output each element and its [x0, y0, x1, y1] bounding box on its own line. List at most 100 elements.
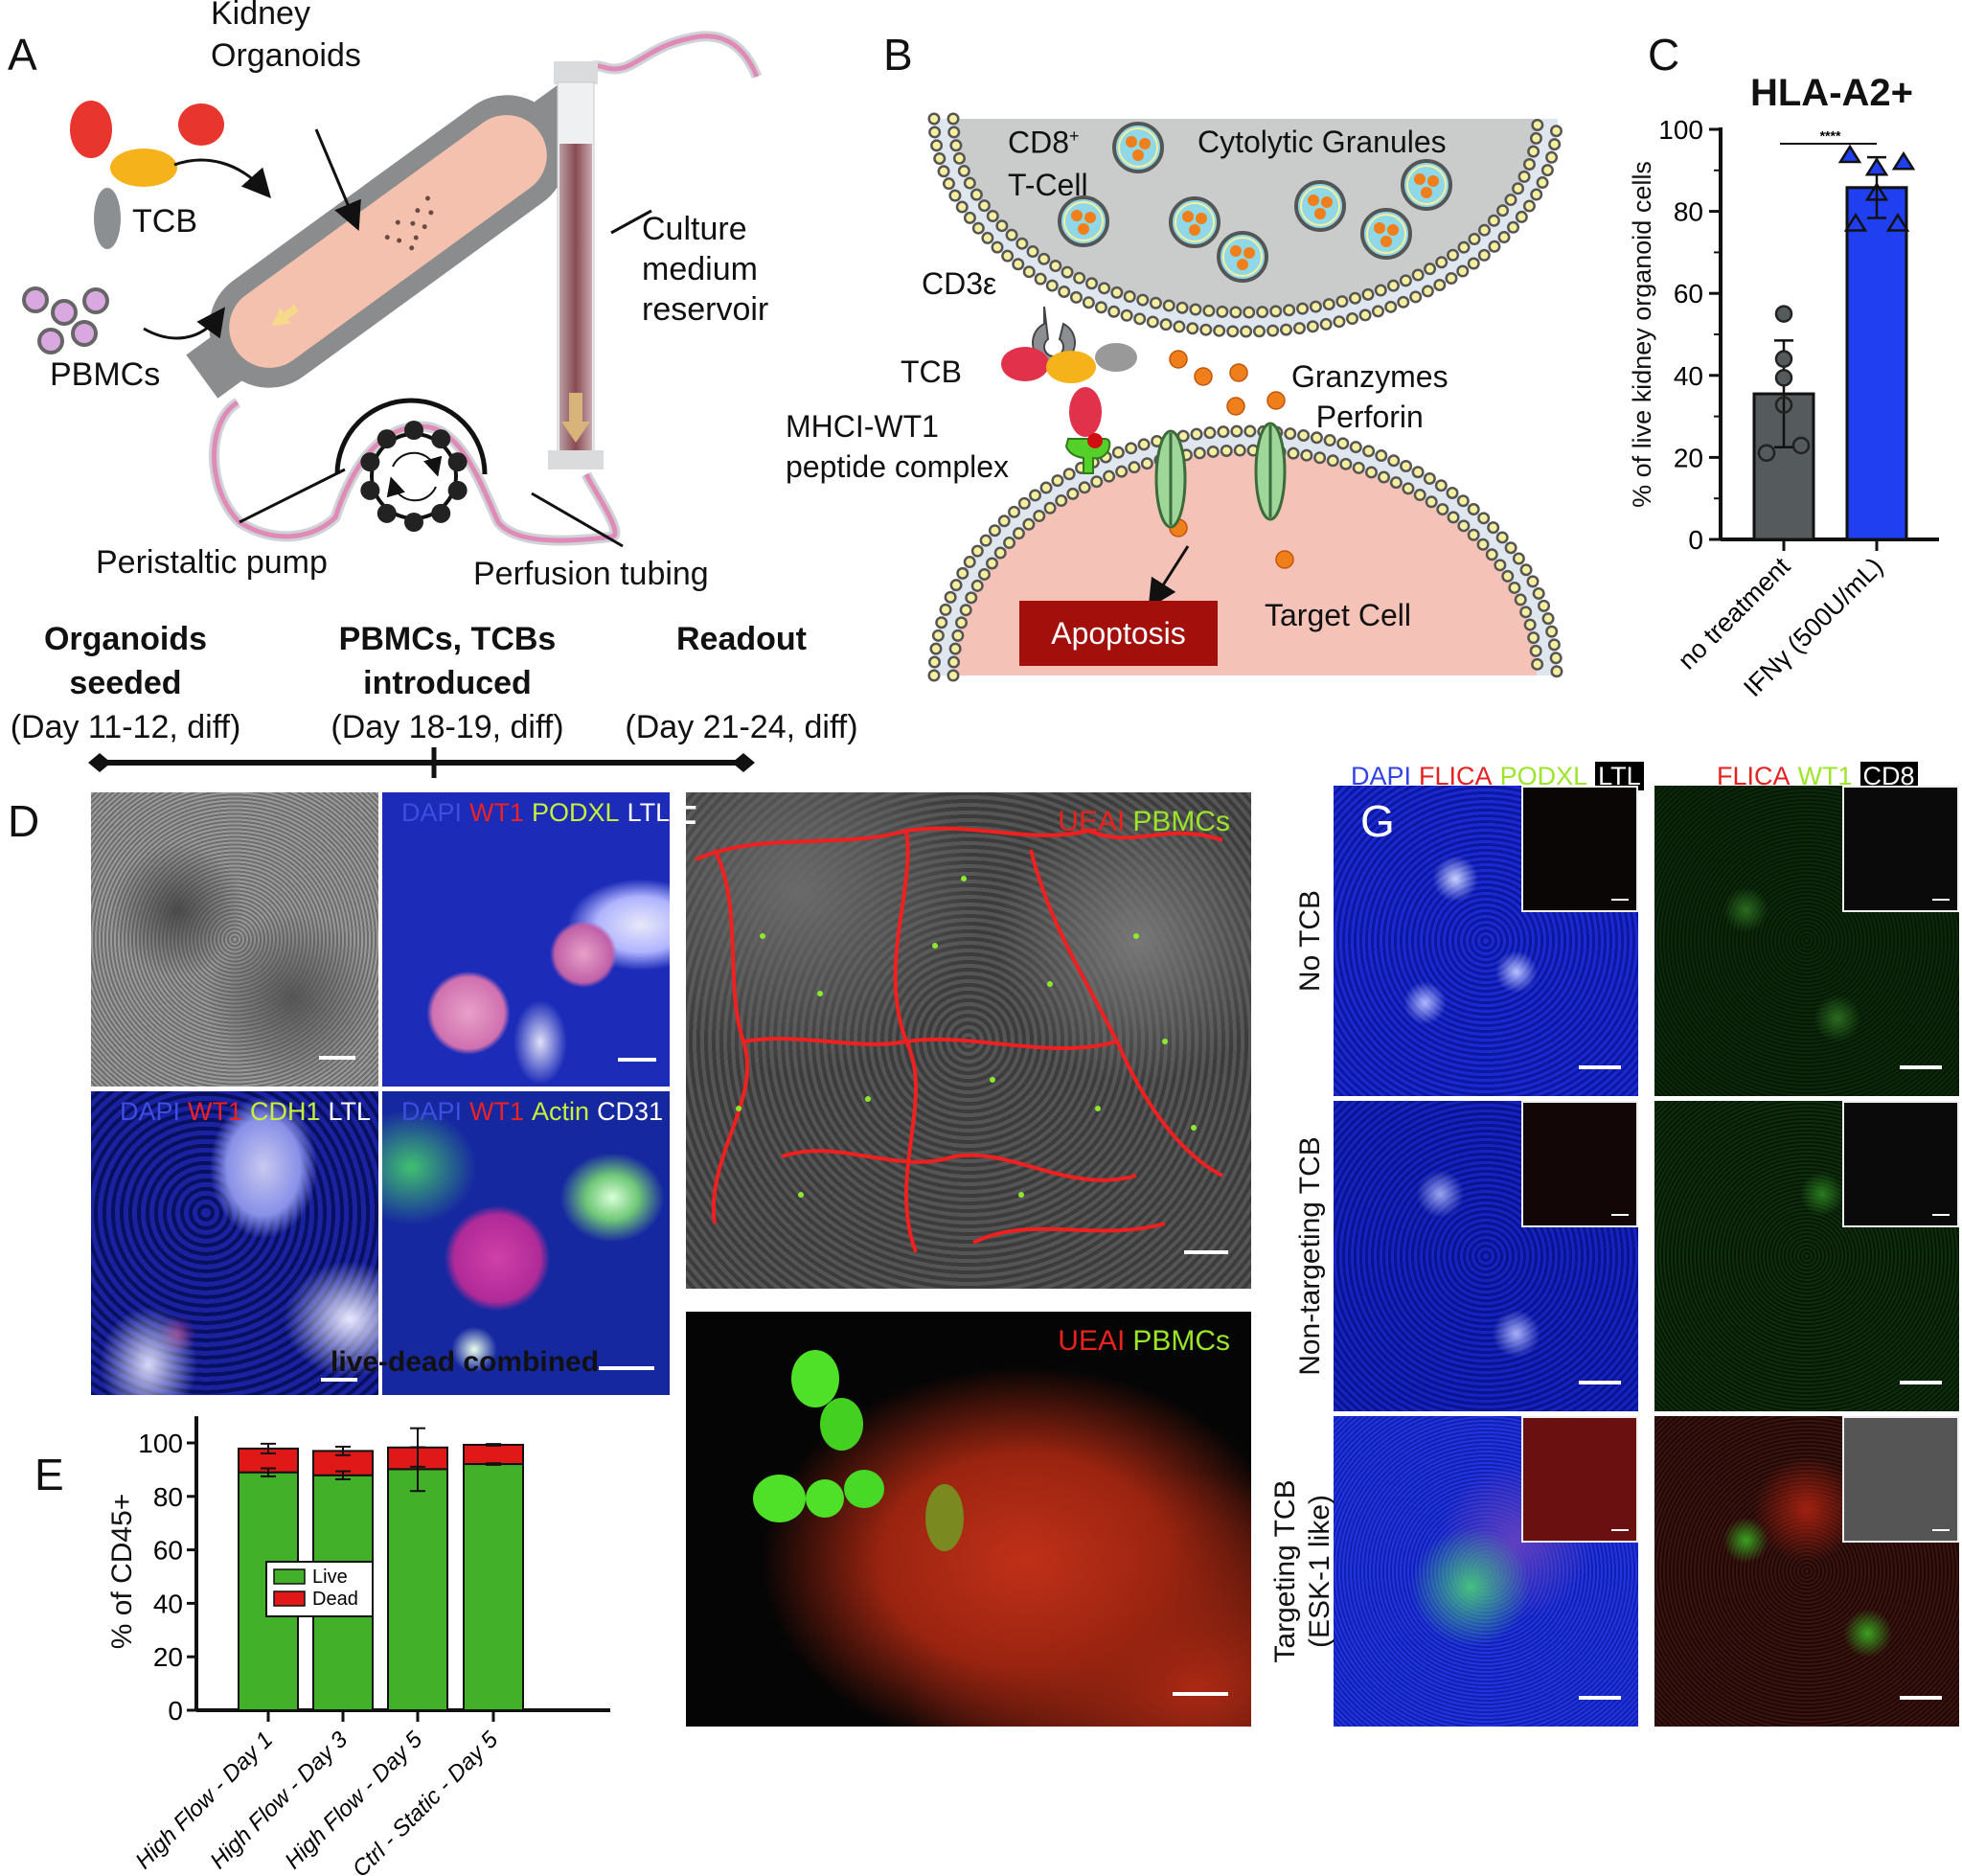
- granule-ring: [1300, 186, 1340, 226]
- stain-name: Actin: [532, 1097, 590, 1126]
- x-tick-label: High Flow - Day 1: [130, 1727, 278, 1874]
- data-point: [1843, 213, 1868, 232]
- label-line: CD8: [1008, 125, 1070, 160]
- granzyme: [1139, 138, 1151, 149]
- data-point: [1837, 144, 1862, 164]
- row-label-no-tcb: No TCB: [1294, 889, 1326, 993]
- scale-bar: [1900, 1696, 1942, 1700]
- perforin-pores: [1154, 422, 1287, 529]
- panel-letter-c: C: [1648, 30, 1680, 80]
- pbmc-blob: [806, 1479, 844, 1518]
- label-line: medium: [642, 251, 758, 287]
- granule-ring: [1118, 127, 1158, 168]
- inset-image: [1842, 786, 1959, 912]
- label-line: MHCI-WT1: [786, 409, 939, 444]
- stain-name: CDH1: [250, 1097, 321, 1126]
- label-line: Organoids: [211, 37, 361, 74]
- granzymes-label: Granzymes Perforin: [1291, 356, 1449, 437]
- label-line: peptide complex: [786, 449, 1010, 484]
- pump-roller: [447, 452, 468, 472]
- step-title: seeded: [69, 665, 182, 701]
- tcb-antibody-drawing: [70, 101, 224, 249]
- scale-bar: [1932, 1214, 1950, 1216]
- legend-label-live: Live: [312, 1567, 348, 1588]
- y-tick-label: 0: [1688, 525, 1703, 555]
- tcb-bound-drawing: [1001, 306, 1137, 474]
- granule: [1169, 196, 1221, 248]
- bar-live: [387, 1468, 448, 1712]
- y-tick-label: 80: [153, 1482, 183, 1512]
- label-line: Culture: [642, 211, 747, 247]
- label-line: Targeting TCB: [1269, 1479, 1301, 1663]
- data-point: [1774, 305, 1793, 323]
- scale-bar: [1900, 1065, 1942, 1069]
- granule: [1058, 195, 1109, 247]
- scale-bar: [1184, 1250, 1228, 1254]
- scale-bar: [1173, 1692, 1228, 1696]
- granzyme: [1314, 208, 1326, 219]
- data-point: [1774, 350, 1793, 368]
- data-point: [1791, 436, 1811, 455]
- panel-letter-d: D: [8, 796, 40, 846]
- granzyme: [1132, 149, 1144, 161]
- overlapping-caption: live-dead combined: [331, 1346, 600, 1378]
- apoptosis-box: Apoptosis: [1019, 601, 1218, 666]
- granule: [1360, 208, 1412, 260]
- legend-swatch: [273, 1568, 306, 1585]
- timeline-step-3: Readout (Day 21-24, diff): [625, 617, 857, 749]
- data-point: [1774, 369, 1793, 387]
- cytolytic-granules: [1058, 122, 1452, 283]
- y-tick-label: 80: [1674, 197, 1703, 227]
- micrograph-g-r1-c1: [1334, 786, 1638, 1096]
- timeline-bar: [88, 747, 755, 778]
- pbmc-blob: [753, 1475, 806, 1522]
- data-point: [1891, 150, 1916, 171]
- granzyme: [1189, 224, 1200, 236]
- y-tick-label: 20: [1674, 443, 1703, 472]
- granzyme: [1126, 136, 1137, 148]
- step-time: (Day 21-24, diff): [625, 709, 858, 745]
- y-tick-label: 40: [153, 1589, 183, 1618]
- superscript: +: [1069, 126, 1080, 146]
- granzyme: [1237, 259, 1248, 270]
- granule-ring: [1063, 201, 1104, 241]
- micrograph-brightfield: [91, 792, 378, 1087]
- inset-image: [1842, 1101, 1959, 1227]
- bar-live: [463, 1463, 524, 1712]
- granzyme: [1427, 175, 1439, 187]
- step-title: introduced: [363, 665, 532, 701]
- row-label-targeting: Targeting TCB (ESK-1 like): [1268, 1479, 1337, 1662]
- inset-image: [1521, 1416, 1638, 1543]
- scale-bar: [1611, 1214, 1629, 1216]
- panel-letter-f: F: [671, 796, 698, 846]
- inset-image: [1521, 1101, 1638, 1227]
- inset-image: [1521, 786, 1638, 912]
- x-tick-label: High Flow - Day 5: [280, 1727, 427, 1874]
- legend-label-dead: Dead: [312, 1589, 358, 1610]
- row-label-non-targeting: Non-targeting TCB: [1294, 1136, 1326, 1376]
- pump-roller: [376, 503, 397, 523]
- micrograph-g-r2-c2: [1654, 1101, 1959, 1411]
- step-time: (Day 18-19, diff): [331, 709, 564, 745]
- granule: [1294, 180, 1346, 232]
- granzyme: [1421, 187, 1432, 198]
- data-point: [1864, 156, 1889, 176]
- step-time: (Day 11-12, diff): [10, 709, 241, 745]
- pump-roller: [360, 480, 380, 500]
- vessel-network: [695, 826, 1223, 1253]
- data-point: [1885, 213, 1910, 232]
- peristaltic-pump-drawing: [334, 398, 488, 532]
- granzyme: [1380, 236, 1392, 247]
- reservoir-label: Culture medium reservoir: [642, 209, 768, 330]
- data-point: [1774, 396, 1793, 414]
- stain-name: DAPI: [120, 1097, 181, 1126]
- data-point: [1864, 181, 1889, 201]
- legend-swatch: [273, 1590, 306, 1607]
- pump-roller: [376, 429, 397, 449]
- pump-roller: [431, 503, 451, 523]
